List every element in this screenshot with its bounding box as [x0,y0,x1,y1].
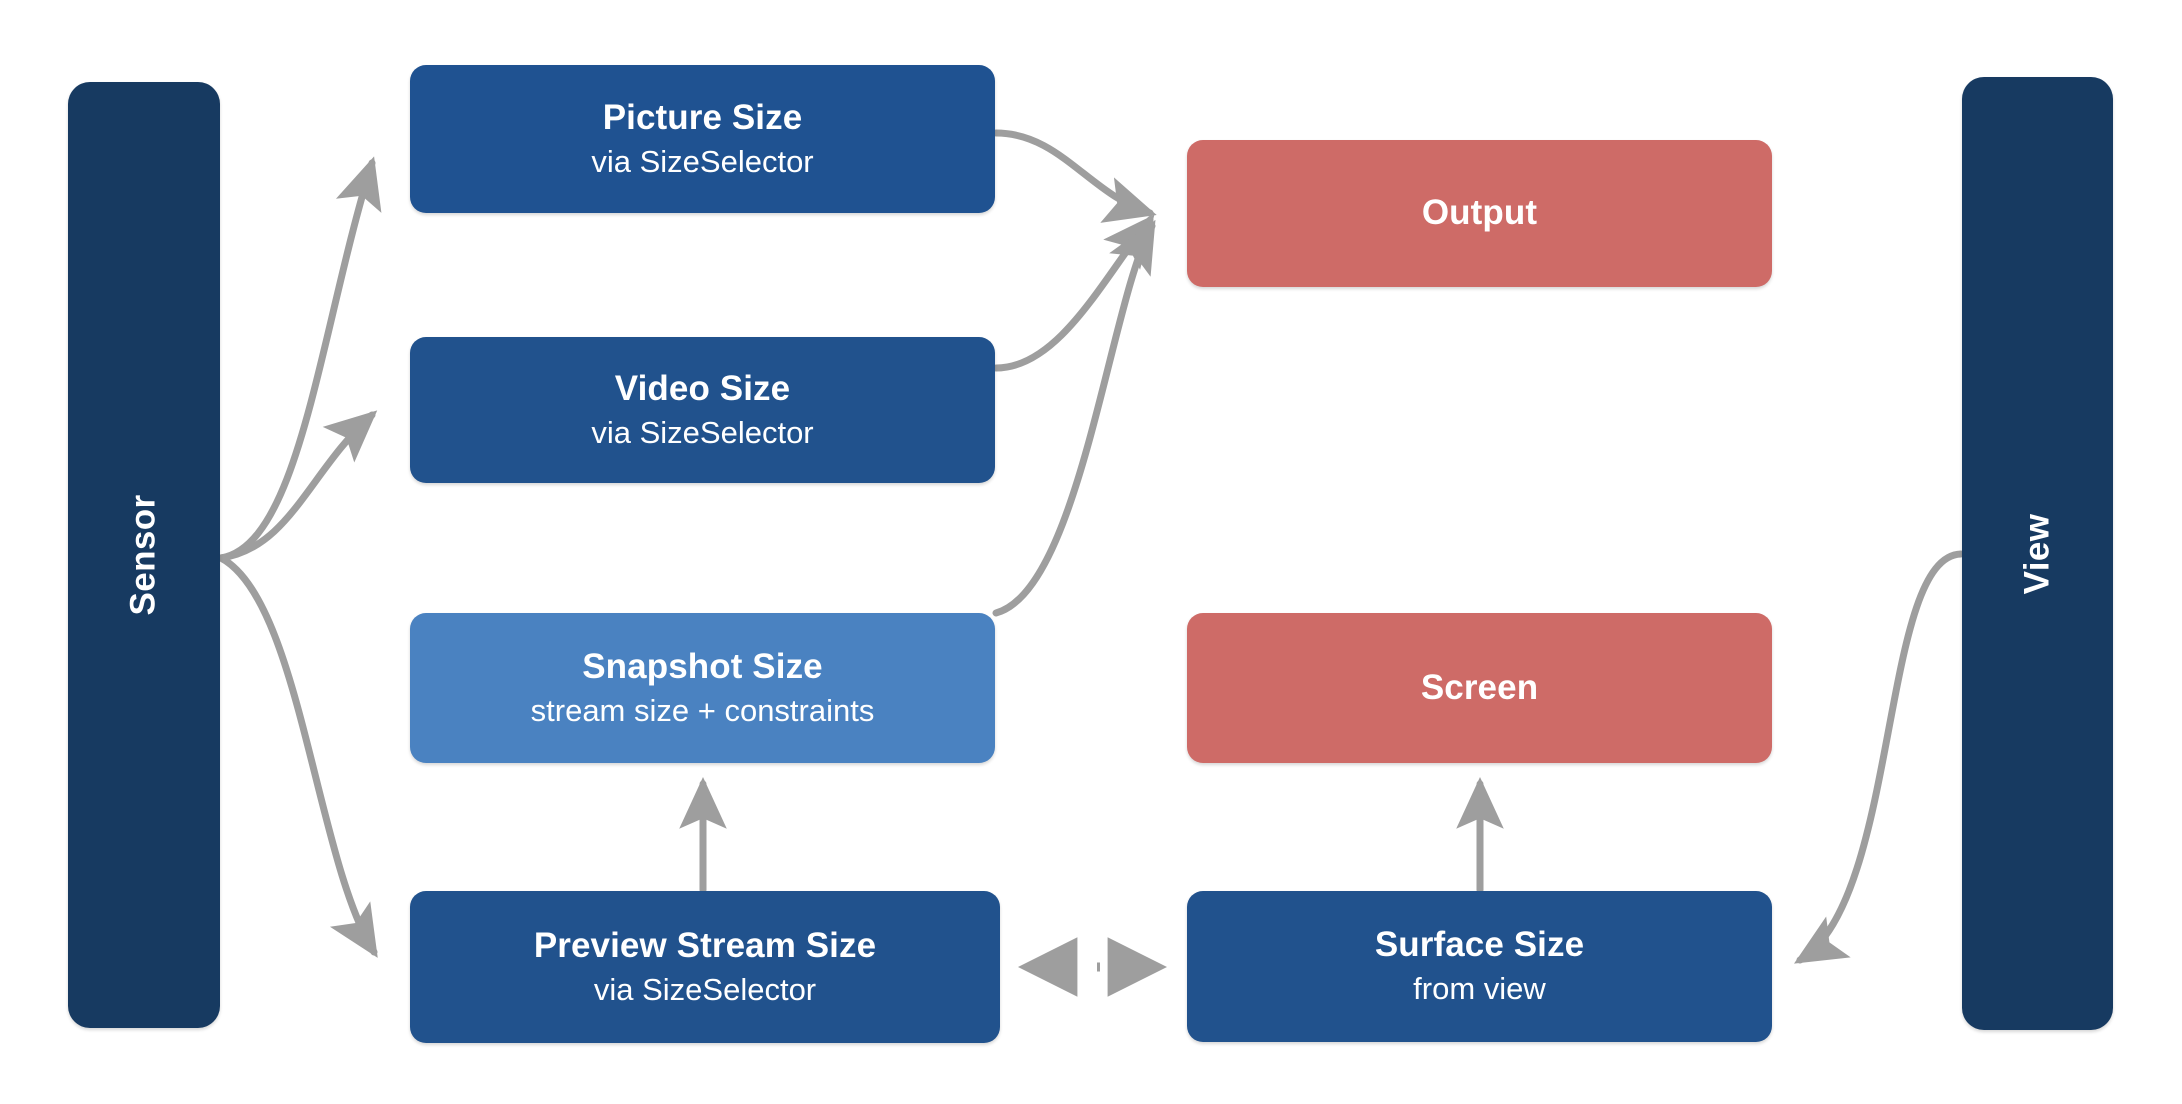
edge-sensor-to-video [217,410,378,562]
node-surface-size-subtitle: from view [1413,971,1546,1006]
node-video-size-subtitle: via SizeSelector [591,414,814,450]
edge-snapshot-to-output [992,219,1156,617]
edge-picture-to-output [992,129,1157,223]
node-video-size-title: Video Size [614,368,791,408]
edge-sensor-to-picture [217,156,382,562]
node-preview-stream-size-subtitle: via SizeSelector [593,971,817,1007]
node-snapshot-size[interactable]: Snapshot Size stream size + constraints [410,613,995,763]
edge-sensor-to-preview [217,554,378,958]
rail-view[interactable]: View [1962,77,2113,1030]
node-picture-size-subtitle: via SizeSelector [591,143,814,179]
node-picture-size[interactable]: Picture Size via SizeSelector [410,65,995,213]
node-picture-size-title: Picture Size [602,97,803,137]
node-surface-size[interactable]: Surface Size from view [1187,891,1772,1042]
node-video-size[interactable]: Video Size via SizeSelector [410,337,995,483]
node-output-title: Output [1421,193,1538,233]
node-screen-title: Screen [1420,667,1539,707]
node-snapshot-size-subtitle: stream size + constraints [530,692,875,728]
node-output[interactable]: Output [1187,140,1772,287]
rail-sensor-label: Sensor [124,494,163,616]
edge-view-to-surface [1794,550,1965,964]
node-preview-stream-size[interactable]: Preview Stream Size via SizeSelector [410,891,1000,1043]
rail-view-label: View [2017,513,2057,594]
node-snapshot-size-title: Snapshot Size [582,646,823,686]
node-surface-size-title: Surface Size [1374,925,1585,965]
node-screen[interactable]: Screen [1187,613,1772,763]
rail-sensor[interactable]: Sensor [68,82,220,1028]
node-preview-stream-size-title: Preview Stream Size [533,925,877,965]
